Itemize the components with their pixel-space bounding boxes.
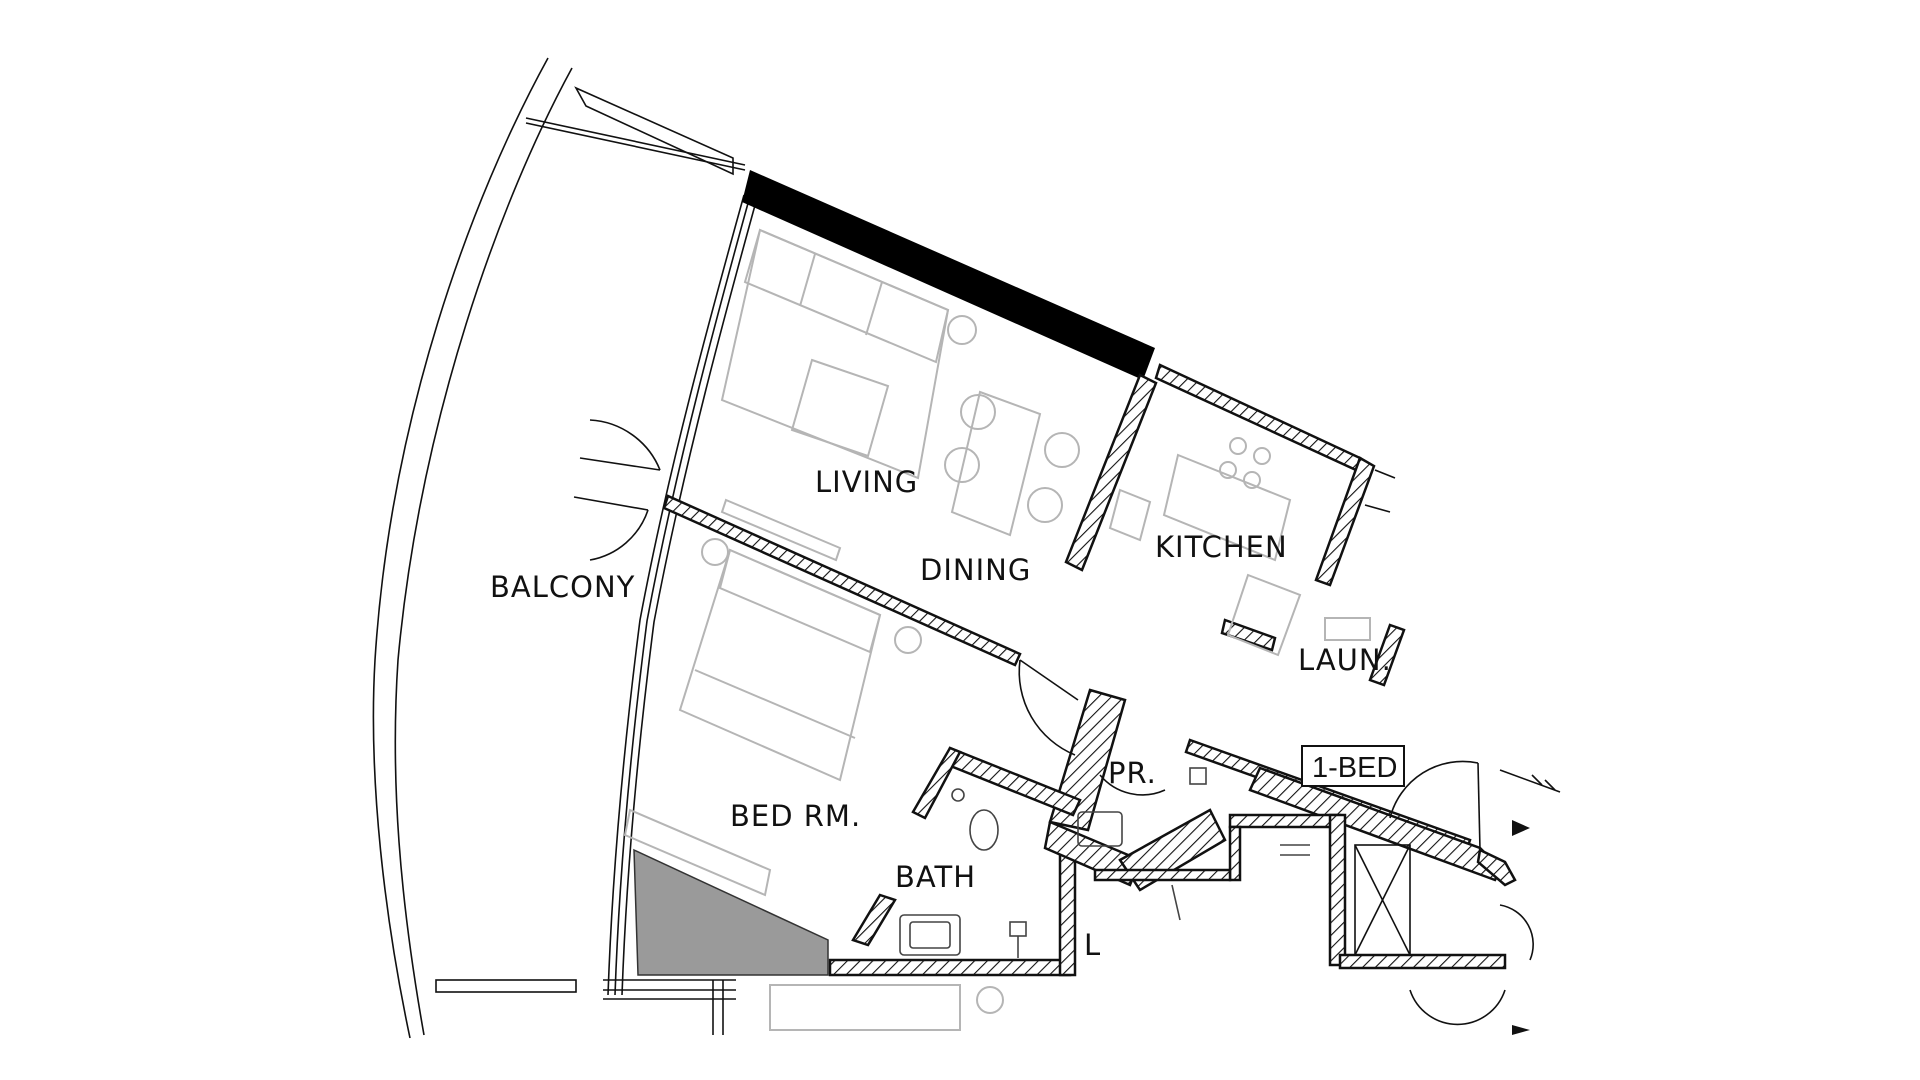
room-label-dining: DINING — [920, 553, 1031, 587]
room-label-living: LIVING — [815, 465, 918, 499]
interior-walls — [662, 363, 1517, 977]
room-label-kitchen: KITCHEN — [1155, 530, 1288, 564]
entry-structure — [1364, 469, 1561, 1035]
room-label-laundry: LAUN. — [1298, 643, 1392, 677]
door-swings — [573, 419, 1506, 1026]
living-furniture — [623, 228, 1080, 1031]
room-label-misc: L — [1084, 928, 1101, 962]
unit-tag: 1-BED — [1312, 752, 1397, 784]
shaded-closet — [633, 848, 829, 976]
solid-wall — [742, 170, 1155, 380]
balcony-outline — [372, 57, 746, 1039]
room-label-powder-room: PR. — [1108, 756, 1157, 790]
glazing-wall — [603, 194, 758, 1035]
kitchen-fixtures — [1108, 437, 1371, 657]
room-label-bedroom: BED RM. — [730, 799, 861, 833]
service-shaft — [1354, 844, 1411, 956]
room-label-bath: BATH — [895, 860, 976, 894]
bath-fixtures — [899, 767, 1310, 958]
unit-tag-box — [1301, 745, 1405, 787]
room-label-balcony: BALCONY — [490, 570, 635, 604]
